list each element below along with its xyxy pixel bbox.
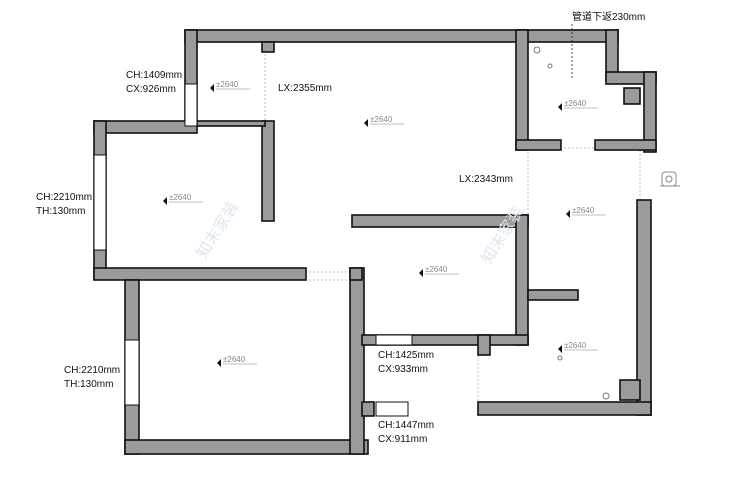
label-win-bottom-cx: CX:911mm [378,434,427,445]
svg-text:±2640: ±2640 [564,99,587,108]
label-win-left-upper-th: TH:130mm [36,206,85,217]
pipe-annotation: 管道下返230mm [571,10,645,78]
level-markers: ±2640 ±2640 ±2640 ±2640 ±2640 ±2640 ±264… [163,80,606,367]
svg-text:±2640: ±2640 [169,193,192,202]
level-marker: ±2640 [558,99,598,111]
svg-text:±2640: ±2640 [572,206,595,215]
walls [93,29,657,455]
svg-text:±2640: ±2640 [425,265,448,274]
label-lx-right: LX:2343mm [459,174,513,185]
dimension-labels: CH:1409mm CX:926mm LX:2355mm LX:2343mm C… [36,70,513,445]
level-marker: ±2640 [566,206,606,218]
meter-icon [660,171,680,187]
label-win-mid-ch: CH:1425mm [378,350,434,361]
label-lx-top: LX:2355mm [278,83,332,94]
label-win-mid-cx: CX:933mm [378,364,428,375]
window-mid [375,334,413,346]
svg-text:±2640: ±2640 [216,80,239,89]
windows [93,83,413,417]
svg-text:±2640: ±2640 [564,341,587,350]
pipe-note-text: 管道下返230mm [572,10,645,23]
drain-icon [533,46,541,54]
drain-icon [557,355,563,361]
window-left-upper [93,154,107,251]
level-marker: ±2640 [558,341,598,353]
watermark: 知末家装 知末家装 [193,198,527,267]
level-marker: ±2640 [419,265,459,277]
label-win-top-cx: CX:926mm [126,84,176,95]
drain-icon [547,63,553,69]
label-win-left-lower-ch: CH:2210mm [64,365,120,376]
label-win-top-ch: CH:1409mm [126,70,182,81]
level-marker: ±2640 [210,80,250,92]
svg-text:±2640: ±2640 [223,355,246,364]
window-left-lower [124,339,140,406]
window-top [184,83,198,127]
label-win-left-lower-th: TH:130mm [64,379,113,390]
drain-icon [602,392,610,400]
fixtures [533,46,680,400]
level-marker: ±2640 [364,115,404,127]
svg-text:±2640: ±2640 [370,115,393,124]
window-bottom [375,401,409,417]
watermark-text-1: 知末家装 [193,198,242,262]
label-win-bottom-ch: CH:1447mm [378,420,434,431]
level-marker: ±2640 [217,355,257,367]
label-win-left-upper-ch: CH:2210mm [36,192,92,203]
level-marker: ±2640 [163,193,203,205]
